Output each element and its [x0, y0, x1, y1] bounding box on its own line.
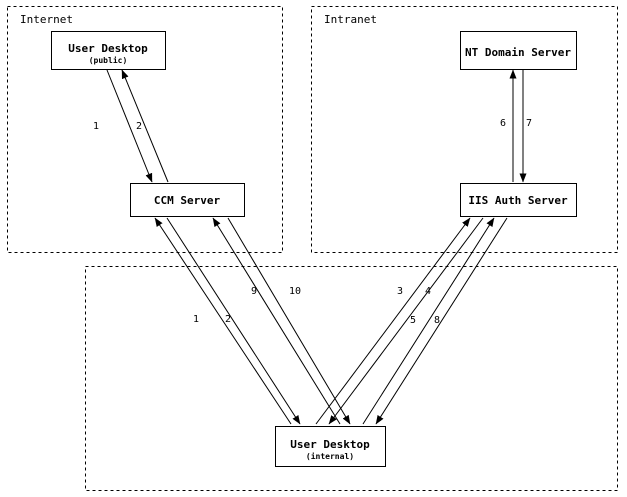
- flow-label-3-internal-iis: 3: [397, 286, 403, 297]
- flow-line-4-iis-to-internal: [328, 217, 484, 425]
- zone-intranet-border: [311, 6, 618, 253]
- flow-line-2-ccm-to-internal: [166, 217, 301, 425]
- node-nt-domain-server[interactable]: NT Domain Server: [460, 31, 577, 70]
- node-user-desktop-internal-subtitle: (internal): [306, 451, 354, 461]
- node-iis-auth-server[interactable]: IIS Auth Server: [460, 183, 577, 217]
- flow-label-6-iis-ntdomain: 6: [500, 118, 506, 129]
- flow-line-3-internal-to-iis: [315, 217, 471, 425]
- node-user-desktop-public-title: User Desktop: [68, 42, 148, 55]
- node-iis-auth-server-title: IIS Auth Server: [468, 194, 568, 207]
- node-user-desktop-public[interactable]: User Desktop (public): [51, 31, 166, 70]
- flow-line-8-iis-to-internal: [375, 217, 508, 425]
- flow-line-2-ccm-to-public: [121, 69, 169, 183]
- node-user-desktop-internal[interactable]: User Desktop (internal): [275, 426, 386, 467]
- node-user-desktop-public-box[interactable]: [51, 31, 166, 70]
- node-user-desktop-internal-title: User Desktop: [290, 438, 370, 451]
- zone-intranet-label: Intranet: [324, 13, 377, 26]
- flow-label-2-ccm-public: 2: [136, 121, 142, 132]
- flow-label-8-iis-internal: 8: [434, 315, 440, 326]
- flow-label-9-internal-ccm: 9: [251, 286, 257, 297]
- flow-label-1-internal-ccm: 1: [193, 314, 199, 325]
- connection-ccm-internal-desktop-12: 1 2: [154, 217, 301, 425]
- zone-internet: Internet: [7, 6, 283, 253]
- flow-line-9-internal-to-ccm: [212, 217, 341, 425]
- connection-iis-ntdomain: 6 7: [500, 69, 532, 183]
- flow-line-1-internal-to-ccm: [154, 217, 292, 425]
- flow-label-2-ccm-internal: 2: [225, 314, 231, 325]
- node-iis-auth-server-box[interactable]: [460, 183, 577, 217]
- zone-local-border: [85, 266, 618, 491]
- connection-iis-internal-desktop-58: 5 8: [362, 217, 508, 425]
- flow-label-5-internal-iis: 5: [410, 315, 416, 326]
- node-nt-domain-server-box[interactable]: [460, 31, 577, 70]
- flow-label-1-public-ccm: 1: [93, 121, 99, 132]
- flow-line-5-internal-to-iis: [362, 217, 495, 425]
- node-ccm-server[interactable]: CCM Server: [130, 183, 245, 217]
- zone-internet-border: [7, 6, 283, 253]
- node-nt-domain-server-title: NT Domain Server: [465, 46, 571, 59]
- flow-label-10-ccm-internal: 10: [289, 286, 301, 297]
- flow-line-1-public-to-ccm: [106, 69, 153, 183]
- connection-iis-internal-desktop-34: 3 4: [315, 217, 484, 425]
- zone-local: [85, 266, 618, 491]
- node-ccm-server-box[interactable]: [130, 183, 245, 217]
- flow-line-10-ccm-to-internal: [227, 217, 351, 425]
- node-user-desktop-public-subtitle: (public): [89, 55, 128, 65]
- connection-ccm-internal-desktop-910: 9 10: [212, 217, 351, 425]
- zone-internet-label: Internet: [20, 13, 73, 26]
- flow-label-7-ntdomain-iis: 7: [526, 118, 532, 129]
- connection-public-desktop-ccm: 1 2: [93, 69, 169, 183]
- node-user-desktop-internal-box[interactable]: [275, 426, 386, 467]
- flow-label-4-iis-internal: 4: [425, 286, 431, 297]
- zone-intranet: Intranet: [311, 6, 618, 253]
- node-ccm-server-title: CCM Server: [154, 194, 221, 207]
